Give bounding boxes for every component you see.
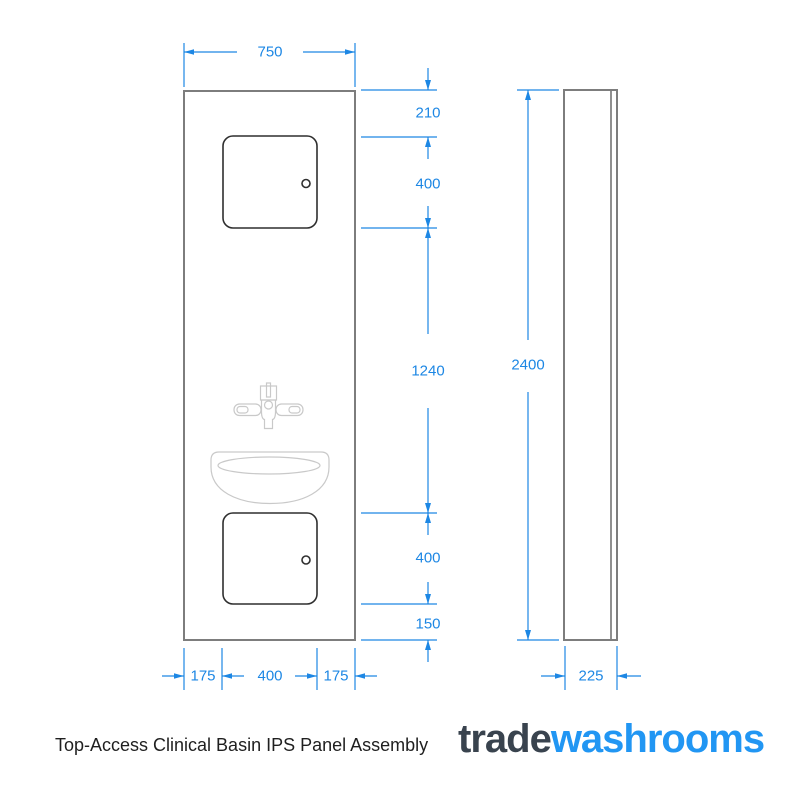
front-view <box>183 90 356 641</box>
dim-label-400-upper: 400 <box>415 176 440 193</box>
basin-bowl-rim <box>217 456 321 475</box>
arrowhead-left <box>355 673 365 679</box>
dim-label-1240: 1240 <box>411 363 444 380</box>
arrowhead-up <box>525 90 531 100</box>
dim-label-400-door: 400 <box>257 668 282 685</box>
logo-trade-part: trade <box>458 717 551 761</box>
arrowhead-right <box>345 49 355 55</box>
basin-drawing <box>210 451 330 505</box>
logo-washrooms-part: washrooms <box>550 717 764 761</box>
dim-label-2400: 2400 <box>511 357 544 374</box>
dim-label-210: 210 <box>415 105 440 122</box>
tap-spout-slot <box>265 382 272 398</box>
dim-right-chain: 210 400 1240 400 150 <box>361 68 445 662</box>
upper-door-knob <box>301 178 311 189</box>
front-panel-outline <box>183 90 356 641</box>
dim-label-175-right: 175 <box>323 668 348 685</box>
tap-drawing <box>233 382 304 430</box>
basin-outer <box>210 451 330 505</box>
arrowhead-up <box>425 137 431 147</box>
dim-depth: 225 <box>541 646 641 690</box>
tap-lever-right-cap <box>288 405 301 414</box>
arrowhead-right <box>555 673 565 679</box>
arrowhead-down <box>425 503 431 513</box>
side-panel-outline <box>563 89 618 641</box>
upper-access-door <box>222 135 318 229</box>
dim-label-225: 225 <box>578 668 603 685</box>
arrowhead-left <box>184 49 194 55</box>
dim-front-width: 750 <box>183 43 356 87</box>
dim-bottom-chain: 175 400 175 <box>162 648 377 690</box>
arrowhead-down <box>525 630 531 640</box>
drawing-title: Top-Access Clinical Basin IPS Panel Asse… <box>55 735 428 755</box>
arrowhead-up <box>425 640 431 650</box>
lower-access-door <box>222 512 318 605</box>
lower-door-knob <box>301 555 311 565</box>
dim-label-750: 750 <box>257 44 282 61</box>
arrowhead-down <box>425 80 431 90</box>
dim-label-400-lower: 400 <box>415 550 440 567</box>
side-view <box>563 89 618 641</box>
tap-centre <box>263 400 274 410</box>
arrowhead-down <box>425 218 431 228</box>
arrowhead-left <box>222 673 232 679</box>
tap-lever-left-cap <box>236 405 249 414</box>
arrowhead-right <box>174 673 184 679</box>
arrowhead-right <box>307 673 317 679</box>
tap-body <box>260 400 277 430</box>
dim-label-175-left: 175 <box>190 668 215 685</box>
arrowhead-up <box>425 228 431 238</box>
arrowhead-left <box>617 673 627 679</box>
arrowhead-up <box>425 513 431 523</box>
arrowhead-down <box>425 594 431 604</box>
dim-total-height: 2400 <box>511 89 559 641</box>
tradewashrooms-logo: tradewashrooms <box>458 717 764 761</box>
dim-label-150: 150 <box>415 616 440 633</box>
